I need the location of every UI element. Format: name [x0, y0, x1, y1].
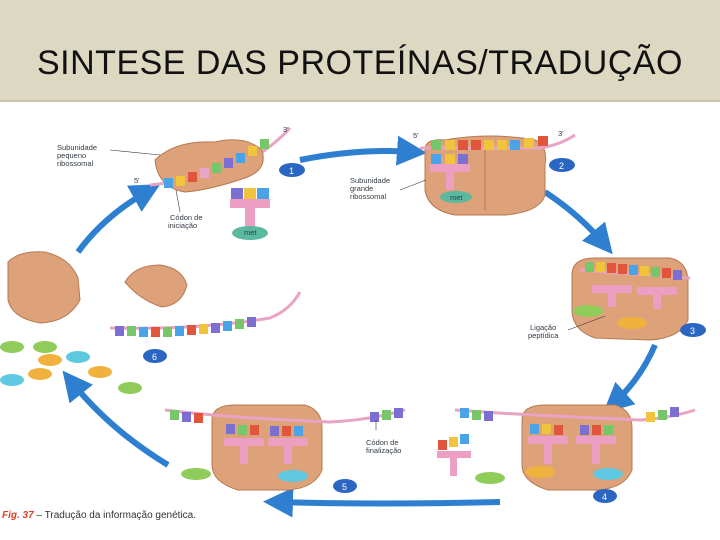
- slide-title: SINTESE DAS PROTEÍNAS/TRADUÇÃO: [0, 44, 720, 83]
- step-badge-6: 6: [143, 349, 167, 363]
- step-number-5: 5: [342, 482, 347, 492]
- end-5-label-b: 5': [413, 131, 419, 140]
- end-5-label-a: 5': [134, 176, 140, 185]
- amino-acid-4c: [593, 468, 623, 480]
- small-subunit-pointer: [110, 150, 160, 155]
- title-bar: SINTESE DAS PROTEÍNAS/TRADUÇÃO: [0, 0, 720, 102]
- polypeptide-chain: [0, 341, 142, 394]
- step-6-release: 6: [0, 252, 300, 394]
- start-codon-label-l2: iniciação: [168, 221, 197, 230]
- met-label-1: met: [244, 228, 257, 237]
- small-subunit-label-l3: ribossomal: [57, 159, 94, 168]
- step-4-translocation: 4: [455, 405, 695, 503]
- figure-caption-text: – Tradução da informação genética.: [34, 510, 196, 521]
- amino-acid-3b: [617, 317, 647, 329]
- met-label-2: met: [450, 193, 463, 202]
- step-badge-5: 5: [333, 479, 357, 493]
- amino-acid-4a: [475, 472, 505, 484]
- step-number-3: 3: [690, 326, 695, 336]
- figure-caption: Fig. 37 – Tradução da informação genétic…: [2, 510, 196, 521]
- step-number-2: 2: [559, 161, 564, 171]
- cycle-arrow-6: [78, 190, 150, 252]
- step-badge-2: 2: [549, 158, 575, 172]
- step-badge-4: 4: [593, 489, 617, 503]
- cycle-arrow-4: [275, 502, 500, 504]
- large-subunit-label-l3: ribossomal: [350, 192, 387, 201]
- stop-codon-label-l2: finalização: [366, 446, 401, 455]
- step-number-4: 4: [602, 492, 607, 502]
- cycle-arrow-1: [300, 151, 415, 160]
- cycle-arrow-5: [70, 380, 168, 465]
- step-3-peptide-bond: Ligação peptídica 3: [528, 258, 706, 340]
- step-badge-3: 3: [680, 323, 706, 337]
- amino-acid-5b: [278, 470, 308, 482]
- step-2-elongation: met Subunidade grande ribossomal 5' 3' 2: [350, 129, 575, 215]
- large-subunit-free: [8, 252, 80, 323]
- end-3-label-b: 3': [558, 129, 564, 138]
- cycle-arrow-2: [545, 192, 605, 245]
- step-badge-1: 1: [279, 163, 305, 177]
- figure-caption-number: Fig. 37: [2, 510, 34, 521]
- step-number-1: 1: [289, 166, 294, 176]
- start-codon-pointer: [176, 190, 180, 212]
- small-subunit-free: [125, 265, 187, 307]
- mrna-strand-6: [110, 292, 300, 328]
- end-3-label-a: 3': [283, 125, 289, 134]
- step-5-termination: Códon de finalização 5: [165, 405, 471, 493]
- trna-1: met: [230, 188, 270, 240]
- step-1-initiation: met Subunidade pequeno ribossomal Códon …: [57, 125, 305, 240]
- released-trna-5: [437, 434, 471, 476]
- translation-figure: met Subunidade pequeno ribossomal Códon …: [0, 102, 720, 540]
- amino-acid-5a: [181, 468, 211, 480]
- cycle-arrow-3: [612, 345, 655, 405]
- large-subunit-pointer: [400, 180, 426, 190]
- amino-acid-4b: [525, 466, 555, 478]
- amino-acid-3a: [573, 305, 603, 317]
- step-number-6: 6: [152, 352, 157, 362]
- peptide-bond-label-l2: peptídica: [528, 331, 559, 340]
